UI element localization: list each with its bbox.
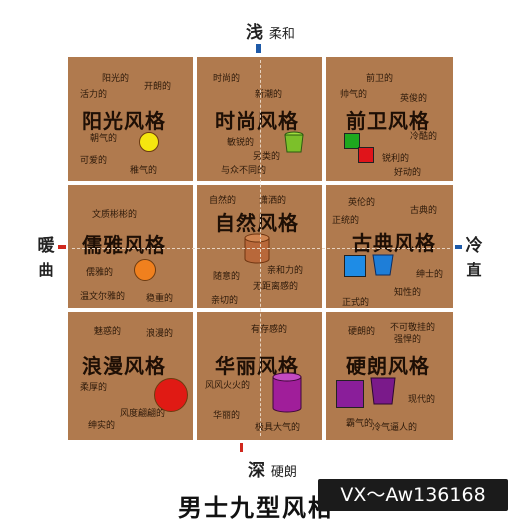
style-grid: 阳光的 开朗的 活力的 阳光风格 朝气的 可爱的 稚气的 时尚的 新潮的 时尚风…	[68, 57, 453, 440]
axis-bottom-tick	[240, 443, 243, 452]
keyword: 敏锐的	[227, 138, 255, 148]
keyword: 硬朗的	[348, 327, 376, 337]
keyword: 好动的	[394, 168, 422, 178]
keyword: 华丽的	[213, 411, 241, 421]
style-title: 前卫风格	[346, 109, 430, 133]
cell-elegant-style: 文质彬彬的 儒雅风格 儒雅的 温文尔雅的 稳重的	[68, 185, 193, 308]
keyword: 有存感的	[251, 325, 288, 335]
keyword: 亲和力的	[267, 266, 304, 276]
axis-right-line1: 冷	[465, 236, 483, 256]
green-cup-swatch	[284, 131, 304, 153]
keyword: 不可敬挂的	[390, 323, 436, 333]
keyword: 儒雅的	[86, 268, 114, 278]
keyword: 前卫的	[366, 74, 394, 84]
cell-romantic-style: 魅惑的 浪漫的 浪漫风格 柔厚的 风度翩翩的 绅实的	[68, 312, 193, 440]
axis-right-line2: 直	[466, 261, 482, 279]
axis-right-tick	[455, 245, 462, 249]
keyword: 现代的	[408, 395, 436, 405]
keyword: 新潮的	[255, 90, 283, 100]
purple-square-swatch	[336, 380, 364, 408]
keyword: 阳光的	[102, 74, 130, 84]
style-title: 儒雅风格	[82, 233, 166, 257]
axis-left-tick	[58, 245, 66, 249]
cell-tough-style: 硬朗的 不可敬挂的 强悍的 硬朗风格 现代的 霸气的 冷气逼人的	[326, 312, 453, 440]
red-square-swatch	[358, 147, 374, 163]
style-title: 硬朗风格	[346, 354, 430, 378]
keyword: 自然的	[209, 196, 237, 206]
keyword: 风风火火的	[205, 381, 251, 391]
keyword: 文质彬彬的	[92, 210, 138, 220]
axis-bottom-label: 深 硬朗	[248, 456, 297, 481]
style-title: 自然风格	[215, 211, 299, 235]
purple-cylinder-swatch	[272, 372, 302, 413]
axis-left-line2: 曲	[38, 261, 54, 279]
watermark-label: VX～Aw136168	[318, 479, 508, 511]
keyword: 英俊的	[400, 94, 428, 104]
keyword: 可爱的	[80, 156, 108, 166]
keyword: 柔厚的	[80, 383, 108, 393]
keyword: 朝气的	[90, 134, 118, 144]
keyword: 与众不同的	[221, 166, 267, 176]
keyword: 温文尔雅的	[80, 292, 126, 302]
cell-natural-style: 自然的 潇洒的 自然风格 随意的 亲和力的 无距离感的 亲切的	[197, 185, 322, 308]
keyword: 锐利的	[382, 154, 410, 164]
keyword: 活力的	[80, 90, 108, 100]
keyword: 绅实的	[88, 421, 116, 431]
purple-cup-swatch	[370, 377, 396, 405]
keyword: 正式的	[342, 298, 370, 308]
style-title: 时尚风格	[215, 109, 299, 133]
keyword: 无距离感的	[253, 282, 299, 292]
cell-sunshine-style: 阳光的 开朗的 活力的 阳光风格 朝气的 可爱的 稚气的	[68, 57, 193, 181]
keyword: 稳重的	[146, 294, 174, 304]
style-title: 阳光风格	[82, 109, 166, 133]
keyword: 风度翩翩的	[120, 409, 166, 419]
keyword: 开朗的	[144, 82, 172, 92]
keyword: 霸气的	[346, 419, 374, 429]
orange-circle-swatch	[134, 259, 156, 281]
style-title: 古典风格	[352, 231, 436, 255]
blue-cup-swatch	[372, 254, 394, 276]
brown-cylinder-swatch	[244, 233, 270, 264]
keyword: 正统的	[332, 216, 360, 226]
keyword: 时尚的	[213, 74, 241, 84]
keyword: 强悍的	[394, 335, 422, 345]
cell-gorgeous-style: 有存感的 华丽风格 风风火火的 华丽的 极具大气的	[197, 312, 322, 440]
green-square-swatch	[344, 133, 360, 149]
horizontal-divider-line	[72, 248, 450, 249]
keyword: 亲切的	[211, 296, 239, 306]
keyword: 魅惑的	[94, 327, 122, 337]
axis-top-tick	[256, 44, 261, 53]
keyword: 冷气逼人的	[372, 423, 418, 433]
keyword: 另类的	[253, 152, 281, 162]
cell-fashion-style: 时尚的 新潮的 时尚风格 敏锐的 另类的 与众不同的	[197, 57, 322, 181]
yellow-circle-swatch	[139, 132, 159, 152]
axis-left-label: 暖 曲	[36, 234, 56, 282]
keyword: 古典的	[410, 206, 438, 216]
keyword: 随意的	[213, 272, 241, 282]
axis-top-main: 浅	[246, 23, 263, 43]
axis-bottom-main: 深	[248, 461, 265, 481]
keyword: 知性的	[394, 288, 422, 298]
keyword: 稚气的	[130, 166, 158, 176]
axis-top-label: 浅 柔和	[246, 18, 295, 43]
cell-avant-garde-style: 前卫的 帅气的 英俊的 前卫风格 冷酷的 锐利的 好动的	[326, 57, 453, 181]
blue-square-swatch	[344, 255, 366, 277]
diagram-title: 男士九型风格	[178, 494, 334, 522]
red-circle-swatch	[154, 378, 188, 412]
style-title: 浪漫风格	[82, 354, 166, 378]
axis-top-sub: 柔和	[268, 27, 295, 42]
keyword: 绅士的	[416, 270, 444, 280]
keyword: 英伦的	[348, 198, 376, 208]
axis-left-line1: 暖	[37, 236, 55, 256]
cell-classic-style: 英伦的 古典的 正统的 古典风格 绅士的 正式的 知性的	[326, 185, 453, 308]
keyword: 帅气的	[340, 90, 368, 100]
keyword: 极具大气的	[255, 423, 301, 433]
keyword: 潇洒的	[259, 196, 287, 206]
axis-right-label: 冷 直	[464, 234, 484, 282]
keyword: 冷酷的	[410, 132, 438, 142]
keyword: 浪漫的	[146, 329, 174, 339]
axis-bottom-sub: 硬朗	[270, 465, 297, 480]
